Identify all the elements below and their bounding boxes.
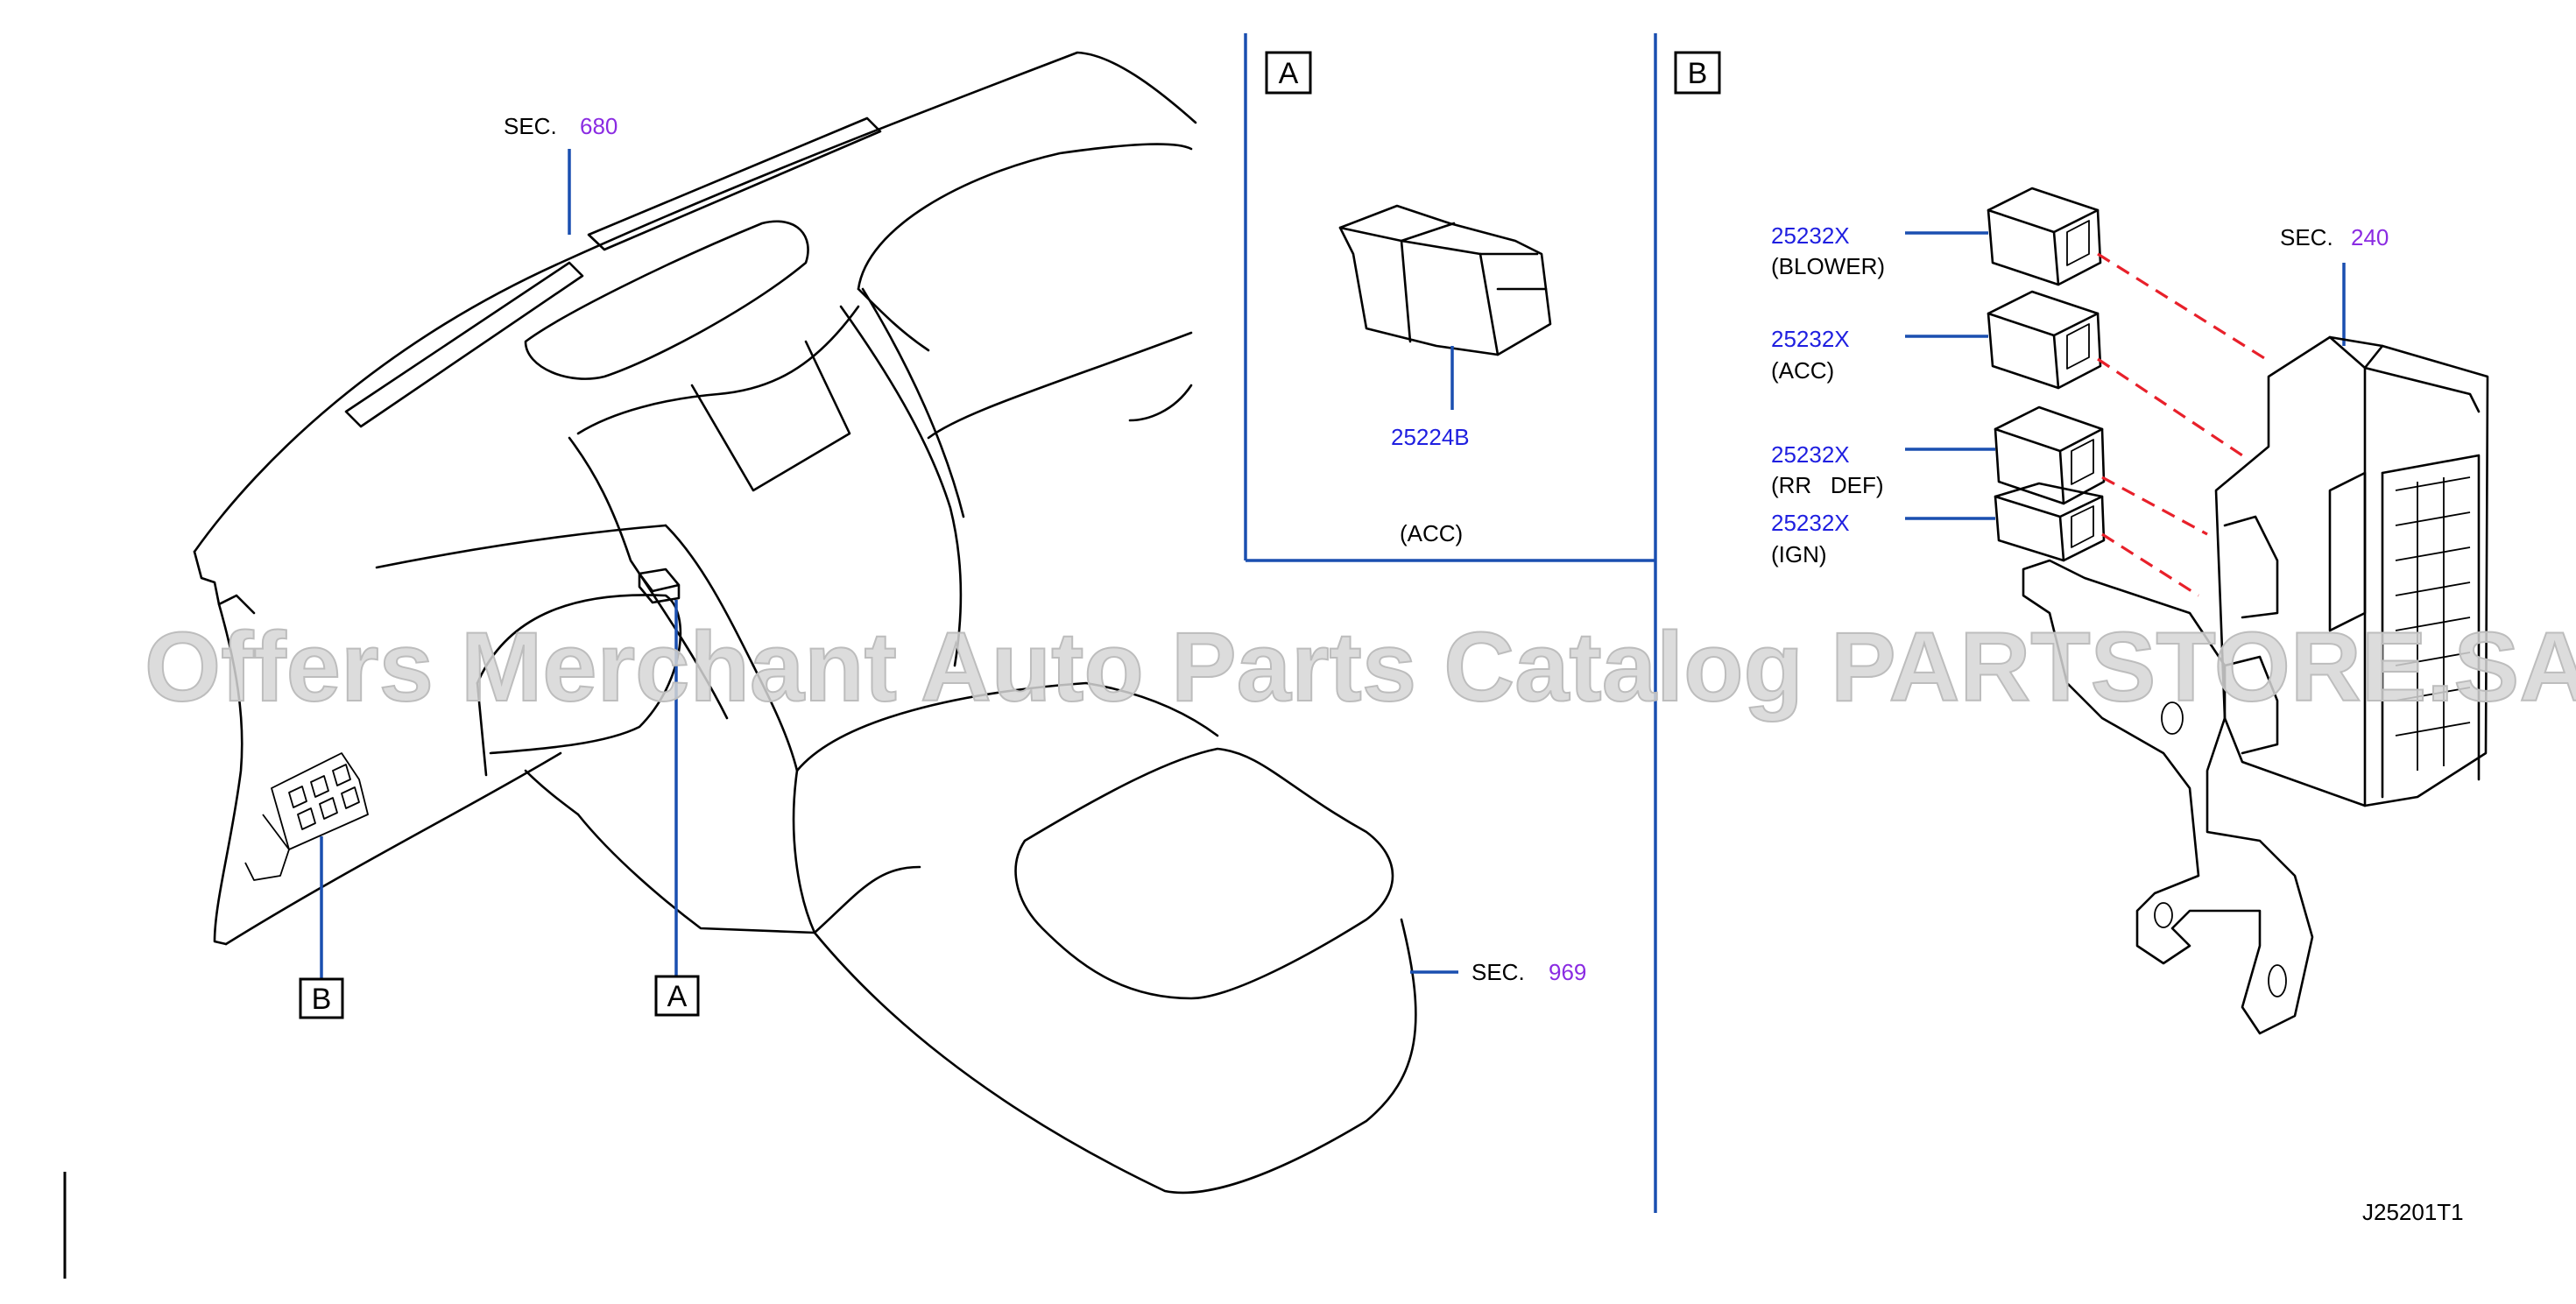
view-label-b-callout[interactable]: B [299, 977, 344, 1019]
relay-caption: (IGN) [1771, 541, 1827, 567]
panel-b: B SEC. 240 25232X (BLOWER) 25232X (ACC) … [1674, 51, 2489, 1035]
fuse-block-drawing [2022, 335, 2489, 1035]
relay-label-ign[interactable]: 25232X (IGN) [1771, 510, 1850, 567]
view-label-b: B [312, 983, 332, 1016]
relay-cube [1994, 405, 2106, 505]
dashboard-drawing [193, 51, 1417, 1195]
part-number: 25232X [1771, 222, 1850, 249]
panel-a: A 25224B (ACC) [1265, 51, 1552, 546]
relay-cubes [1987, 187, 2106, 562]
part-number: 25232X [1771, 326, 1850, 352]
section-prefix: SEC. [2280, 224, 2333, 250]
relay-caption: (BLOWER) [1771, 253, 1885, 279]
install-dashed-lines [2097, 252, 2269, 597]
section-ref-969[interactable]: SEC. 969 [1471, 959, 1586, 985]
panel-a-label: A [1279, 57, 1299, 90]
panel-b-label: B [1688, 57, 1708, 90]
section-number: 969 [1549, 959, 1586, 985]
drawing-code: J25201T1 [2362, 1199, 2464, 1225]
relay-label-blower[interactable]: 25232X (BLOWER) [1771, 222, 1885, 279]
section-prefix: SEC. [1471, 959, 1525, 985]
section-ref-240[interactable]: SEC. 240 [2280, 224, 2389, 250]
panel-dividers [63, 33, 1657, 1279]
section-ref-680[interactable]: SEC. 680 [504, 113, 618, 139]
relay-cube [1987, 187, 2102, 286]
relay-cube [1994, 482, 2106, 562]
relay-caption: (ACC) [1771, 357, 1834, 384]
relay-leaders [1905, 231, 1995, 520]
relay-label-rr-def[interactable]: 25232X (RR DEF) [1771, 441, 1884, 498]
section-number: 240 [2351, 224, 2389, 250]
relay-caption: (RR DEF) [1771, 472, 1884, 498]
part-number: 25232X [1771, 510, 1850, 536]
part-number: 25232X [1771, 441, 1850, 468]
panel-a-caption: (ACC) [1400, 520, 1463, 546]
section-number: 680 [580, 113, 618, 139]
view-label-a-callout[interactable]: A [654, 975, 700, 1017]
view-label-a: A [667, 980, 688, 1013]
relay-cube [1987, 290, 2102, 390]
main-view-leaders [320, 149, 1458, 979]
watermark: Offers Merchant Auto Parts Catalog PARTS… [145, 612, 2576, 722]
relay-label-acc[interactable]: 25232X (ACC) [1771, 326, 1850, 384]
section-prefix: SEC. [504, 113, 557, 139]
relay-25224b-drawing [1338, 204, 1552, 356]
part-number-25224b[interactable]: 25224B [1391, 424, 1470, 450]
